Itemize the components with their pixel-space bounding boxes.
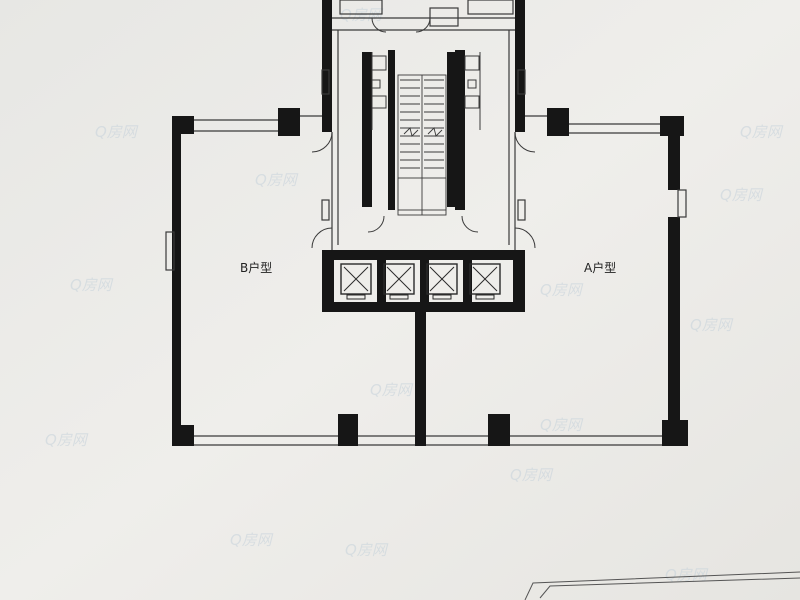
watermark: Q房网 xyxy=(690,316,734,334)
watermark: Q房网 xyxy=(45,431,89,449)
core-walls xyxy=(311,0,536,250)
elevator-car xyxy=(383,263,415,300)
elevator-car xyxy=(426,263,458,300)
elevator-bank xyxy=(322,250,525,312)
watermark: Q房网 xyxy=(740,123,784,141)
watermark: Q房网 xyxy=(510,466,554,484)
watermark: Q房网 xyxy=(95,123,139,141)
unit-a-walls xyxy=(488,108,688,446)
watermark: Q房网 xyxy=(70,276,114,294)
elevator-car xyxy=(469,263,501,300)
service-shafts xyxy=(362,50,481,210)
watermark: Q房网 xyxy=(370,381,414,399)
unit-b-label: B户型 xyxy=(240,260,272,275)
elevator-cars xyxy=(340,263,501,300)
unit-a-thin-walls xyxy=(426,115,687,446)
watermark-layer: Q房网 Q房网 Q房网 Q房网 Q房网 Q房网 Q房网 Q房网 Q房网 Q房网 … xyxy=(45,6,784,584)
watermark: Q房网 xyxy=(540,281,584,299)
unit-b-thin-walls xyxy=(165,115,415,446)
watermark: Q房网 xyxy=(665,566,709,584)
watermark: Q房网 xyxy=(540,416,584,434)
unit-a-label: A户型 xyxy=(584,260,616,275)
paper-edge xyxy=(524,571,800,600)
watermark: Q房网 xyxy=(340,6,384,24)
watermark: Q房网 xyxy=(230,531,274,549)
unit-b-walls xyxy=(172,108,426,446)
watermark: Q房网 xyxy=(255,171,299,189)
staircase xyxy=(397,74,447,216)
watermark: Q房网 xyxy=(345,541,389,559)
watermark: Q房网 xyxy=(720,186,764,204)
elevator-car xyxy=(340,263,372,300)
